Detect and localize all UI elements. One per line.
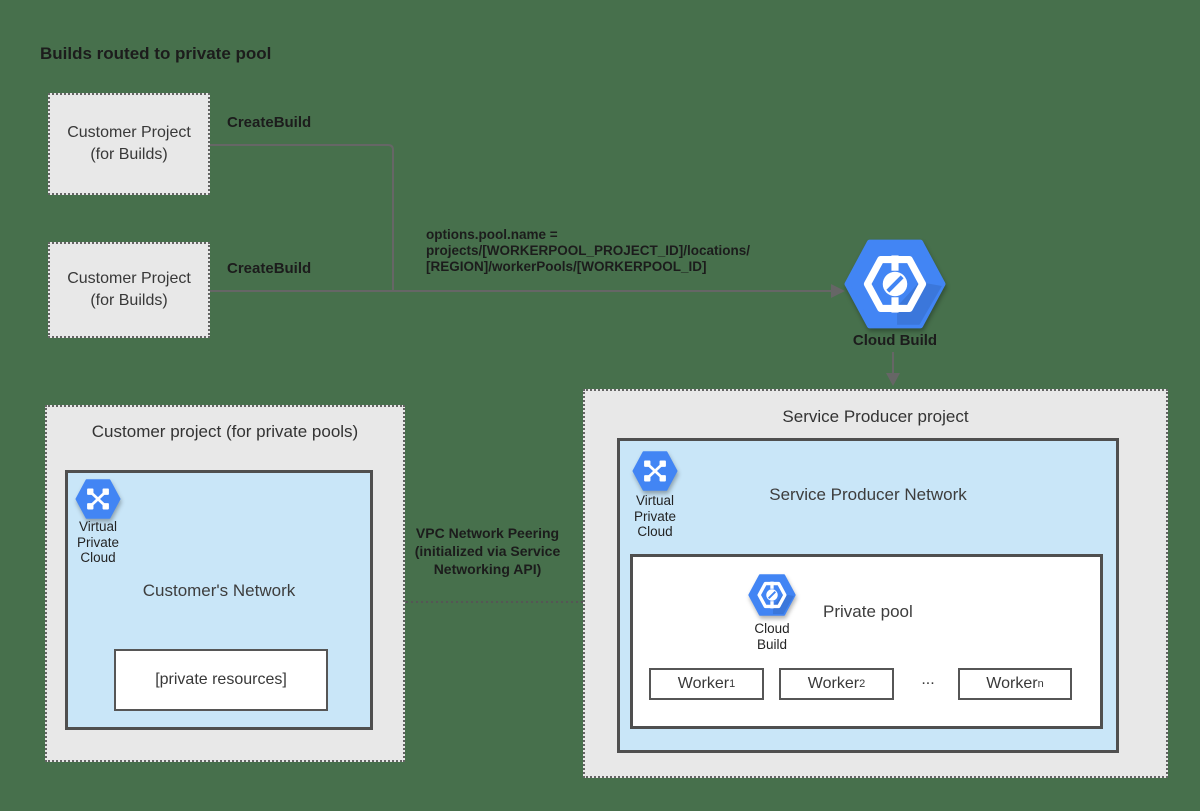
vpc-peering-note-line: VPC Network Peering [415, 525, 560, 541]
vpc-label-line: Private [633, 508, 677, 524]
createbuild-label-2: CreateBuild [227, 260, 312, 277]
customer-pool-project-box: Customer project (for private pools) Vir… [45, 405, 405, 762]
private-pool-title: Private pool [823, 602, 913, 621]
vpc-peering-note: VPC Network Peering (initialized via Ser… [390, 524, 585, 578]
service-producer-project-box: Service Producer project Virtual Private… [583, 389, 1168, 778]
pool-option-note-line: [REGION]/workerPools/[WORKERPOOL_ID] [426, 259, 707, 274]
vpc-label-line: Private [76, 534, 120, 550]
private-resources-box: [private resources] [114, 649, 328, 711]
cloud-build-service-label: Cloud Build [852, 332, 938, 349]
vpc-peering-note-line: (initialized via Service [414, 543, 561, 559]
vpc-icon [632, 451, 678, 491]
customer-build-project-box-1: Customer Project (for Builds) [48, 93, 210, 195]
service-producer-network-title: Service Producer Network [769, 485, 967, 504]
routing-arrow [210, 284, 845, 298]
cloud-build-label-line: Cloud [754, 621, 790, 636]
vpc-label-line: Virtual [78, 519, 118, 534]
vpc-peering-arrow [374, 595, 613, 609]
createbuild-label-1: CreateBuild [227, 114, 312, 131]
cloud-build-icon-small [748, 574, 796, 616]
vpc-peering-note-line: Networking API) [433, 561, 542, 577]
service-producer-project-title: Service Producer project [782, 407, 969, 426]
diagram-title: Builds routed to private pool [40, 44, 272, 63]
project-name-line: (for Builds) [90, 292, 168, 309]
customer-pool-project-title: Customer project (for private pools) [91, 422, 359, 441]
pool-option-note: options.pool.name = projects/[WORKERPOOL… [426, 227, 750, 275]
worker-ellipsis: ... [921, 671, 935, 688]
pool-option-note-line: options.pool.name = [426, 227, 558, 242]
vpc-icon-label: Virtual Private Cloud [68, 519, 128, 566]
project-name-line: (for Builds) [90, 146, 168, 163]
vpc-icon-label: Virtual Private Cloud [625, 493, 685, 540]
vpc-label-line: Virtual [635, 493, 675, 508]
service-producer-network-box: Virtual Private Cloud Service Producer N… [617, 438, 1119, 753]
project-name-line: Customer Project [67, 124, 191, 141]
project-name-line: Customer Project [67, 270, 191, 287]
vpc-label-line: Cloud [637, 524, 673, 539]
vpc-label-line: Cloud [80, 550, 116, 565]
cloud-build-icon [844, 239, 946, 329]
customer-network-title: Customer's Network [142, 581, 296, 600]
worker-label: Worker [677, 675, 730, 692]
worker-label: Worker [807, 675, 860, 692]
pool-option-note-line: projects/[WORKERPOOL_PROJECT_ID]/locatio… [426, 243, 751, 258]
cloud-build-to-producer-arrow [886, 352, 900, 386]
cloud-build-label-line: Build [756, 637, 788, 652]
customer-build-project-box-2: Customer Project (for Builds) [48, 242, 210, 338]
customer-network-box: Virtual Private Cloud Customer's Network… [65, 470, 373, 730]
vpc-icon [75, 479, 121, 519]
worker-label: Worker [986, 675, 1038, 692]
cloud-build-small-label: Cloud Build [732, 621, 812, 653]
